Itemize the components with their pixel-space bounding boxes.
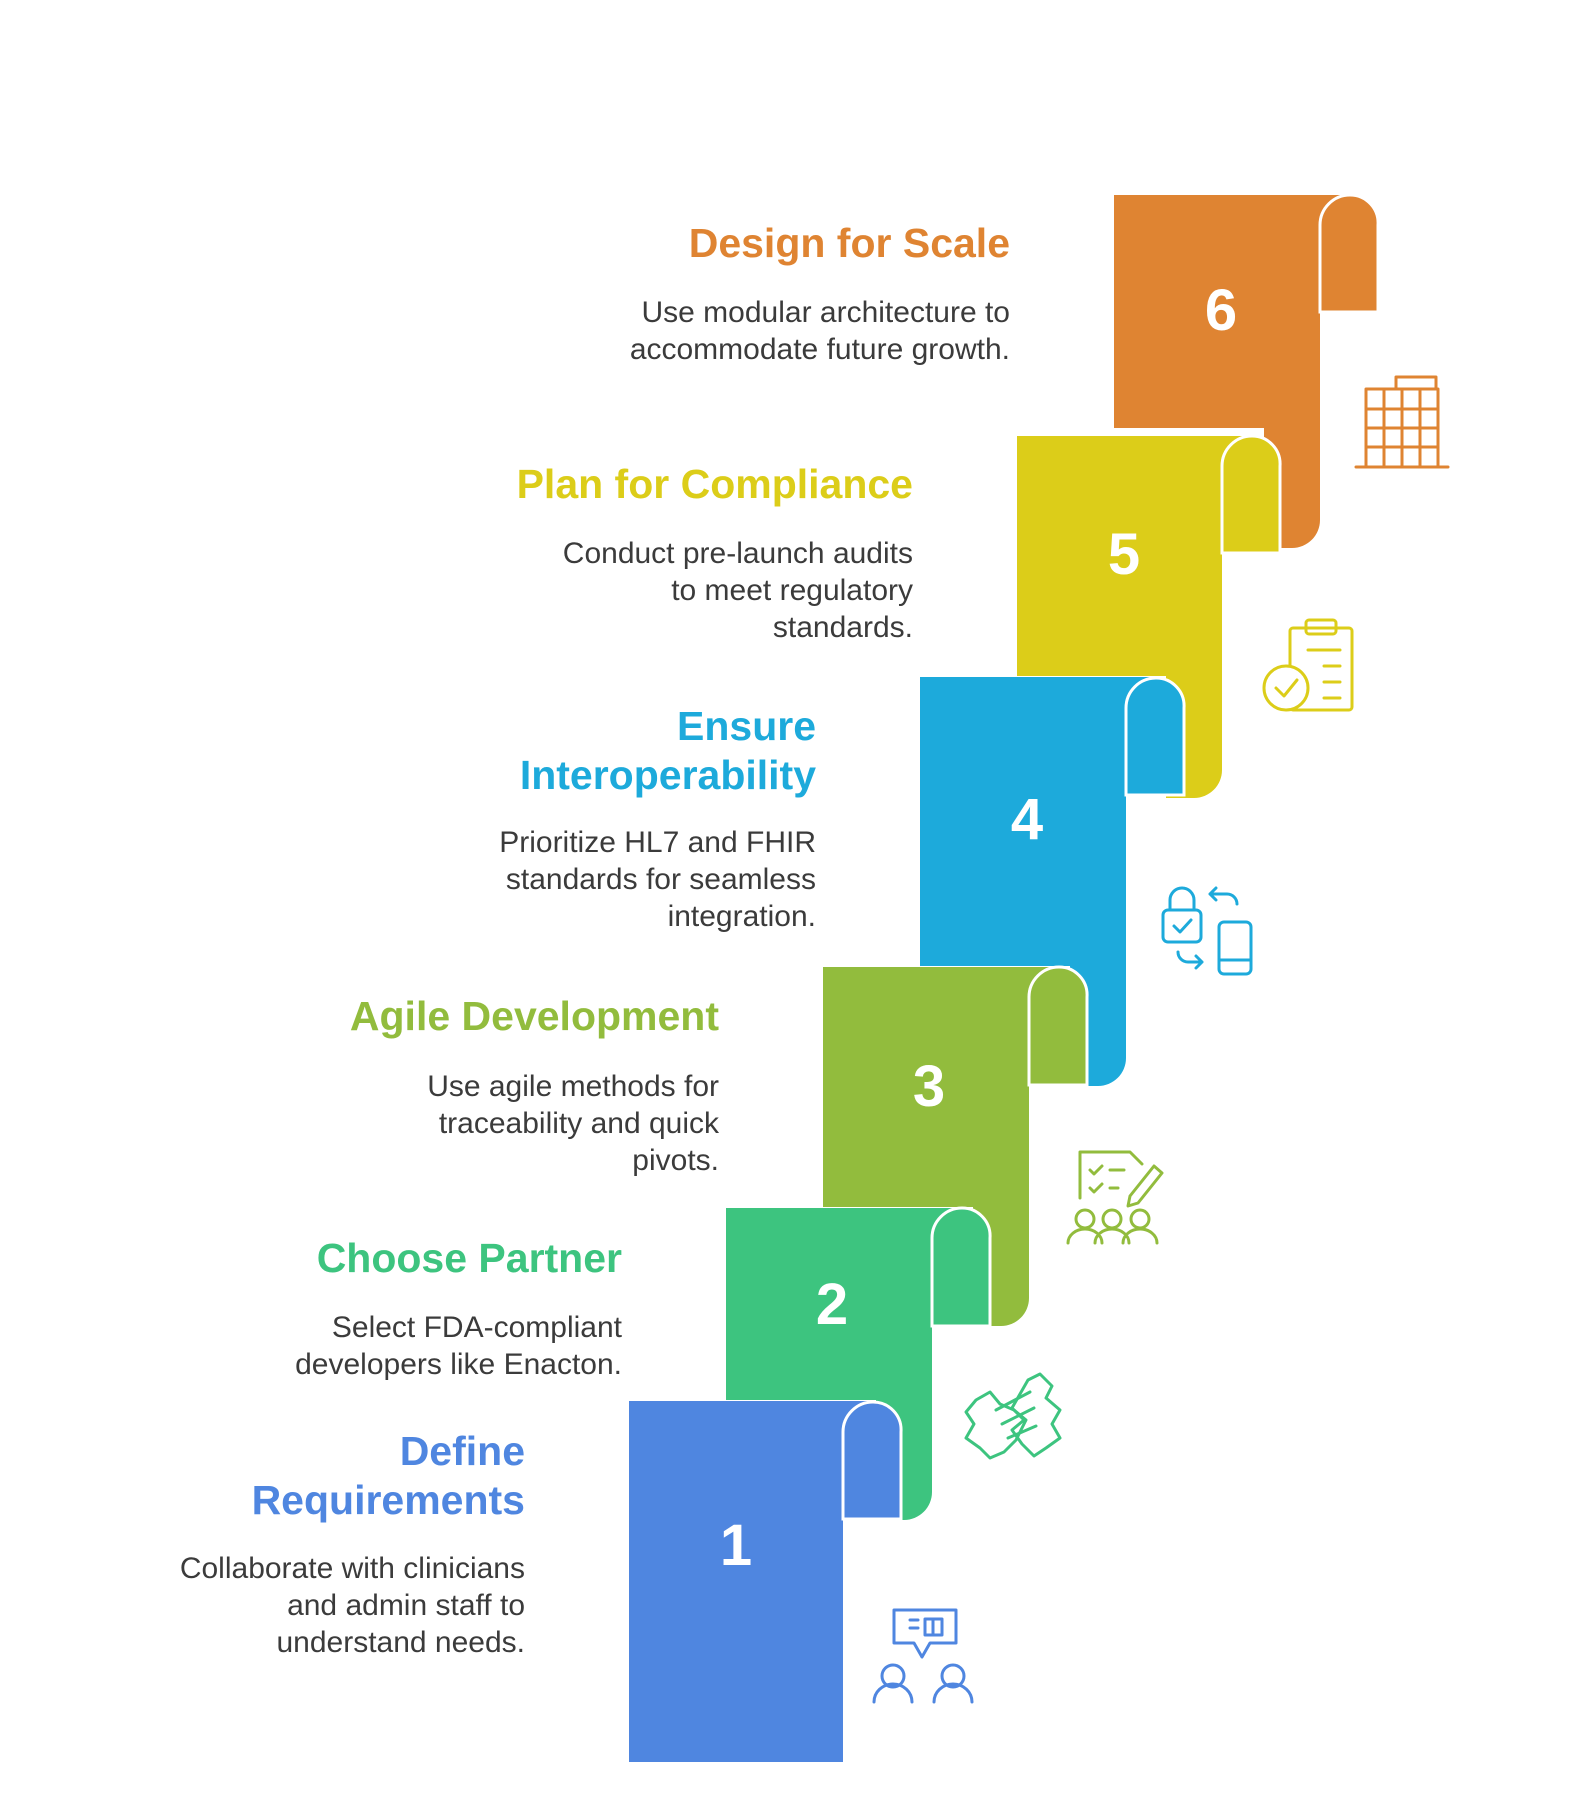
- step-6-title: Design for Scale: [688, 220, 1010, 266]
- step-number-6: 6: [1205, 278, 1237, 343]
- step-2-shape: 2: [726, 1206, 992, 1520]
- secure-sync-icon: [1161, 886, 1253, 976]
- step-number-5: 5: [1108, 522, 1140, 587]
- step-1-shape: 1: [629, 1400, 903, 1762]
- agile-team-checklist-icon: [1066, 1150, 1164, 1245]
- step-number-4: 4: [1011, 787, 1043, 852]
- clipboard-check-icon: [1262, 618, 1354, 712]
- handshake-icon: [964, 1372, 1062, 1460]
- step-number-2: 2: [816, 1272, 848, 1337]
- step-number-1: 1: [720, 1513, 752, 1578]
- step-number-3: 3: [913, 1054, 945, 1119]
- step-5-title: Plan for Compliance: [516, 461, 913, 507]
- step-6-description: Use modular architecture to accommodate …: [629, 296, 1010, 366]
- step-3-title: Agile Development: [349, 993, 719, 1039]
- step-6-shape: 6: [1114, 193, 1380, 548]
- step-3-description: Use agile methods for traceability and q…: [427, 1070, 719, 1177]
- step-1-title: Define Requirements: [251, 1428, 525, 1523]
- team-discussion-icon: [872, 1608, 974, 1704]
- step-4-shape: 4: [920, 676, 1186, 1086]
- step-5-shape: 5: [1017, 434, 1282, 798]
- building-icon: [1354, 375, 1450, 469]
- step-1-description: Collaborate with clinicians and admin st…: [179, 1552, 525, 1659]
- step-4-title: Ensure Interoperability: [519, 703, 816, 798]
- step-4-description: Prioritize HL7 and FHIR standards for se…: [499, 826, 816, 933]
- step-2-title: Choose Partner: [316, 1235, 622, 1281]
- step-2-description: Select FDA-compliant developers like Ena…: [295, 1311, 622, 1381]
- step-3-shape: 3: [823, 965, 1089, 1326]
- step-5-description: Conduct pre-launch audits to meet regula…: [562, 537, 913, 644]
